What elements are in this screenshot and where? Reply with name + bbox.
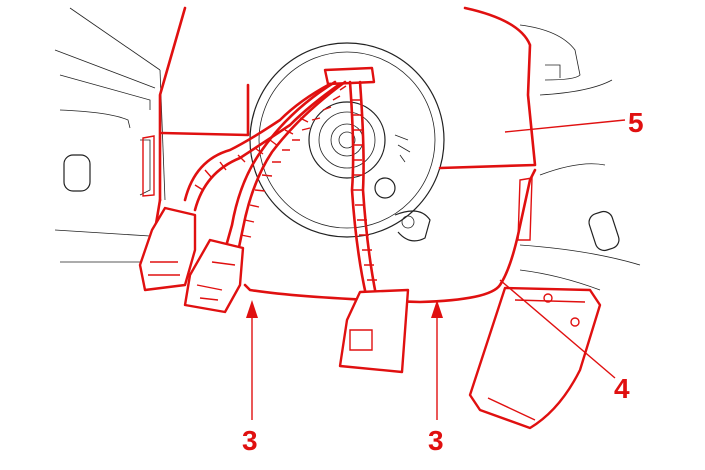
right-knob-outline — [588, 210, 620, 252]
lower-cover-insert — [468, 286, 602, 430]
harness-top-connector — [323, 66, 376, 86]
callout-5: 5 — [628, 107, 644, 138]
left-knob-outline — [63, 154, 91, 192]
callout-3-right: 3 — [428, 425, 444, 456]
connector-left-a — [138, 206, 197, 292]
callout-3-left: 3 — [242, 425, 258, 456]
connector-center-c — [338, 288, 410, 374]
callout-4: 4 — [614, 373, 630, 404]
connector-left-b — [183, 238, 245, 314]
connectors — [138, 206, 602, 430]
arrow-head-right — [431, 300, 443, 318]
leader-lines — [246, 119, 626, 420]
arrow-head-left — [246, 300, 258, 318]
background-line-art — [54, 7, 641, 291]
column-cover-outline — [142, 6, 537, 304]
wiring-harness — [183, 66, 378, 297]
